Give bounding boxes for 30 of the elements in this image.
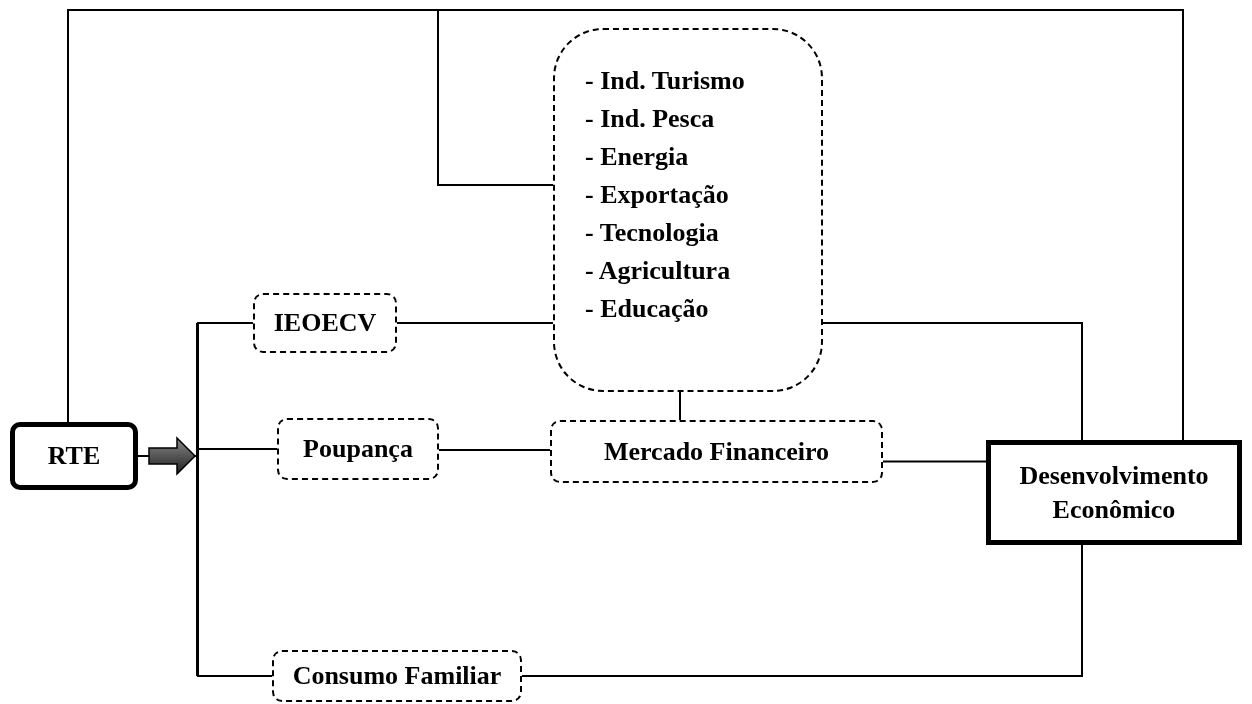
list-item: - Agricultura (585, 255, 731, 287)
node-label: Desenvolvimento Econômico (1018, 459, 1210, 526)
list-item: - Energia (585, 141, 689, 173)
node-label: Poupança (303, 433, 413, 465)
connector-line (882, 460, 987, 463)
connector-line (196, 322, 254, 324)
connector-line (396, 322, 554, 324)
process-box (986, 440, 1242, 545)
connector-line (198, 448, 278, 450)
node-label: RTE (47, 440, 101, 472)
dashed-box (553, 28, 823, 392)
junction-bar (196, 323, 199, 676)
list-item: - Ind. Turismo (585, 65, 745, 97)
connector-line (679, 391, 681, 421)
dashed-box (277, 418, 439, 480)
list-item: - Exportação (585, 179, 729, 211)
node-label: IEOECV (273, 307, 377, 339)
list-item: - Ind. Pesca (585, 103, 715, 135)
connector-line (822, 322, 1083, 441)
connector-line (521, 544, 1083, 677)
dashed-box (272, 650, 522, 702)
node-label: Consumo Familiar (292, 660, 502, 692)
dashed-box (550, 420, 883, 483)
process-box (10, 422, 138, 490)
list-item: - Educação (585, 293, 709, 325)
dashed-box (253, 293, 397, 353)
list-item: - Tecnologia (585, 217, 719, 249)
connector-line (438, 449, 551, 451)
connector-line (196, 675, 273, 677)
node-label: Mercado Financeiro (603, 435, 830, 468)
